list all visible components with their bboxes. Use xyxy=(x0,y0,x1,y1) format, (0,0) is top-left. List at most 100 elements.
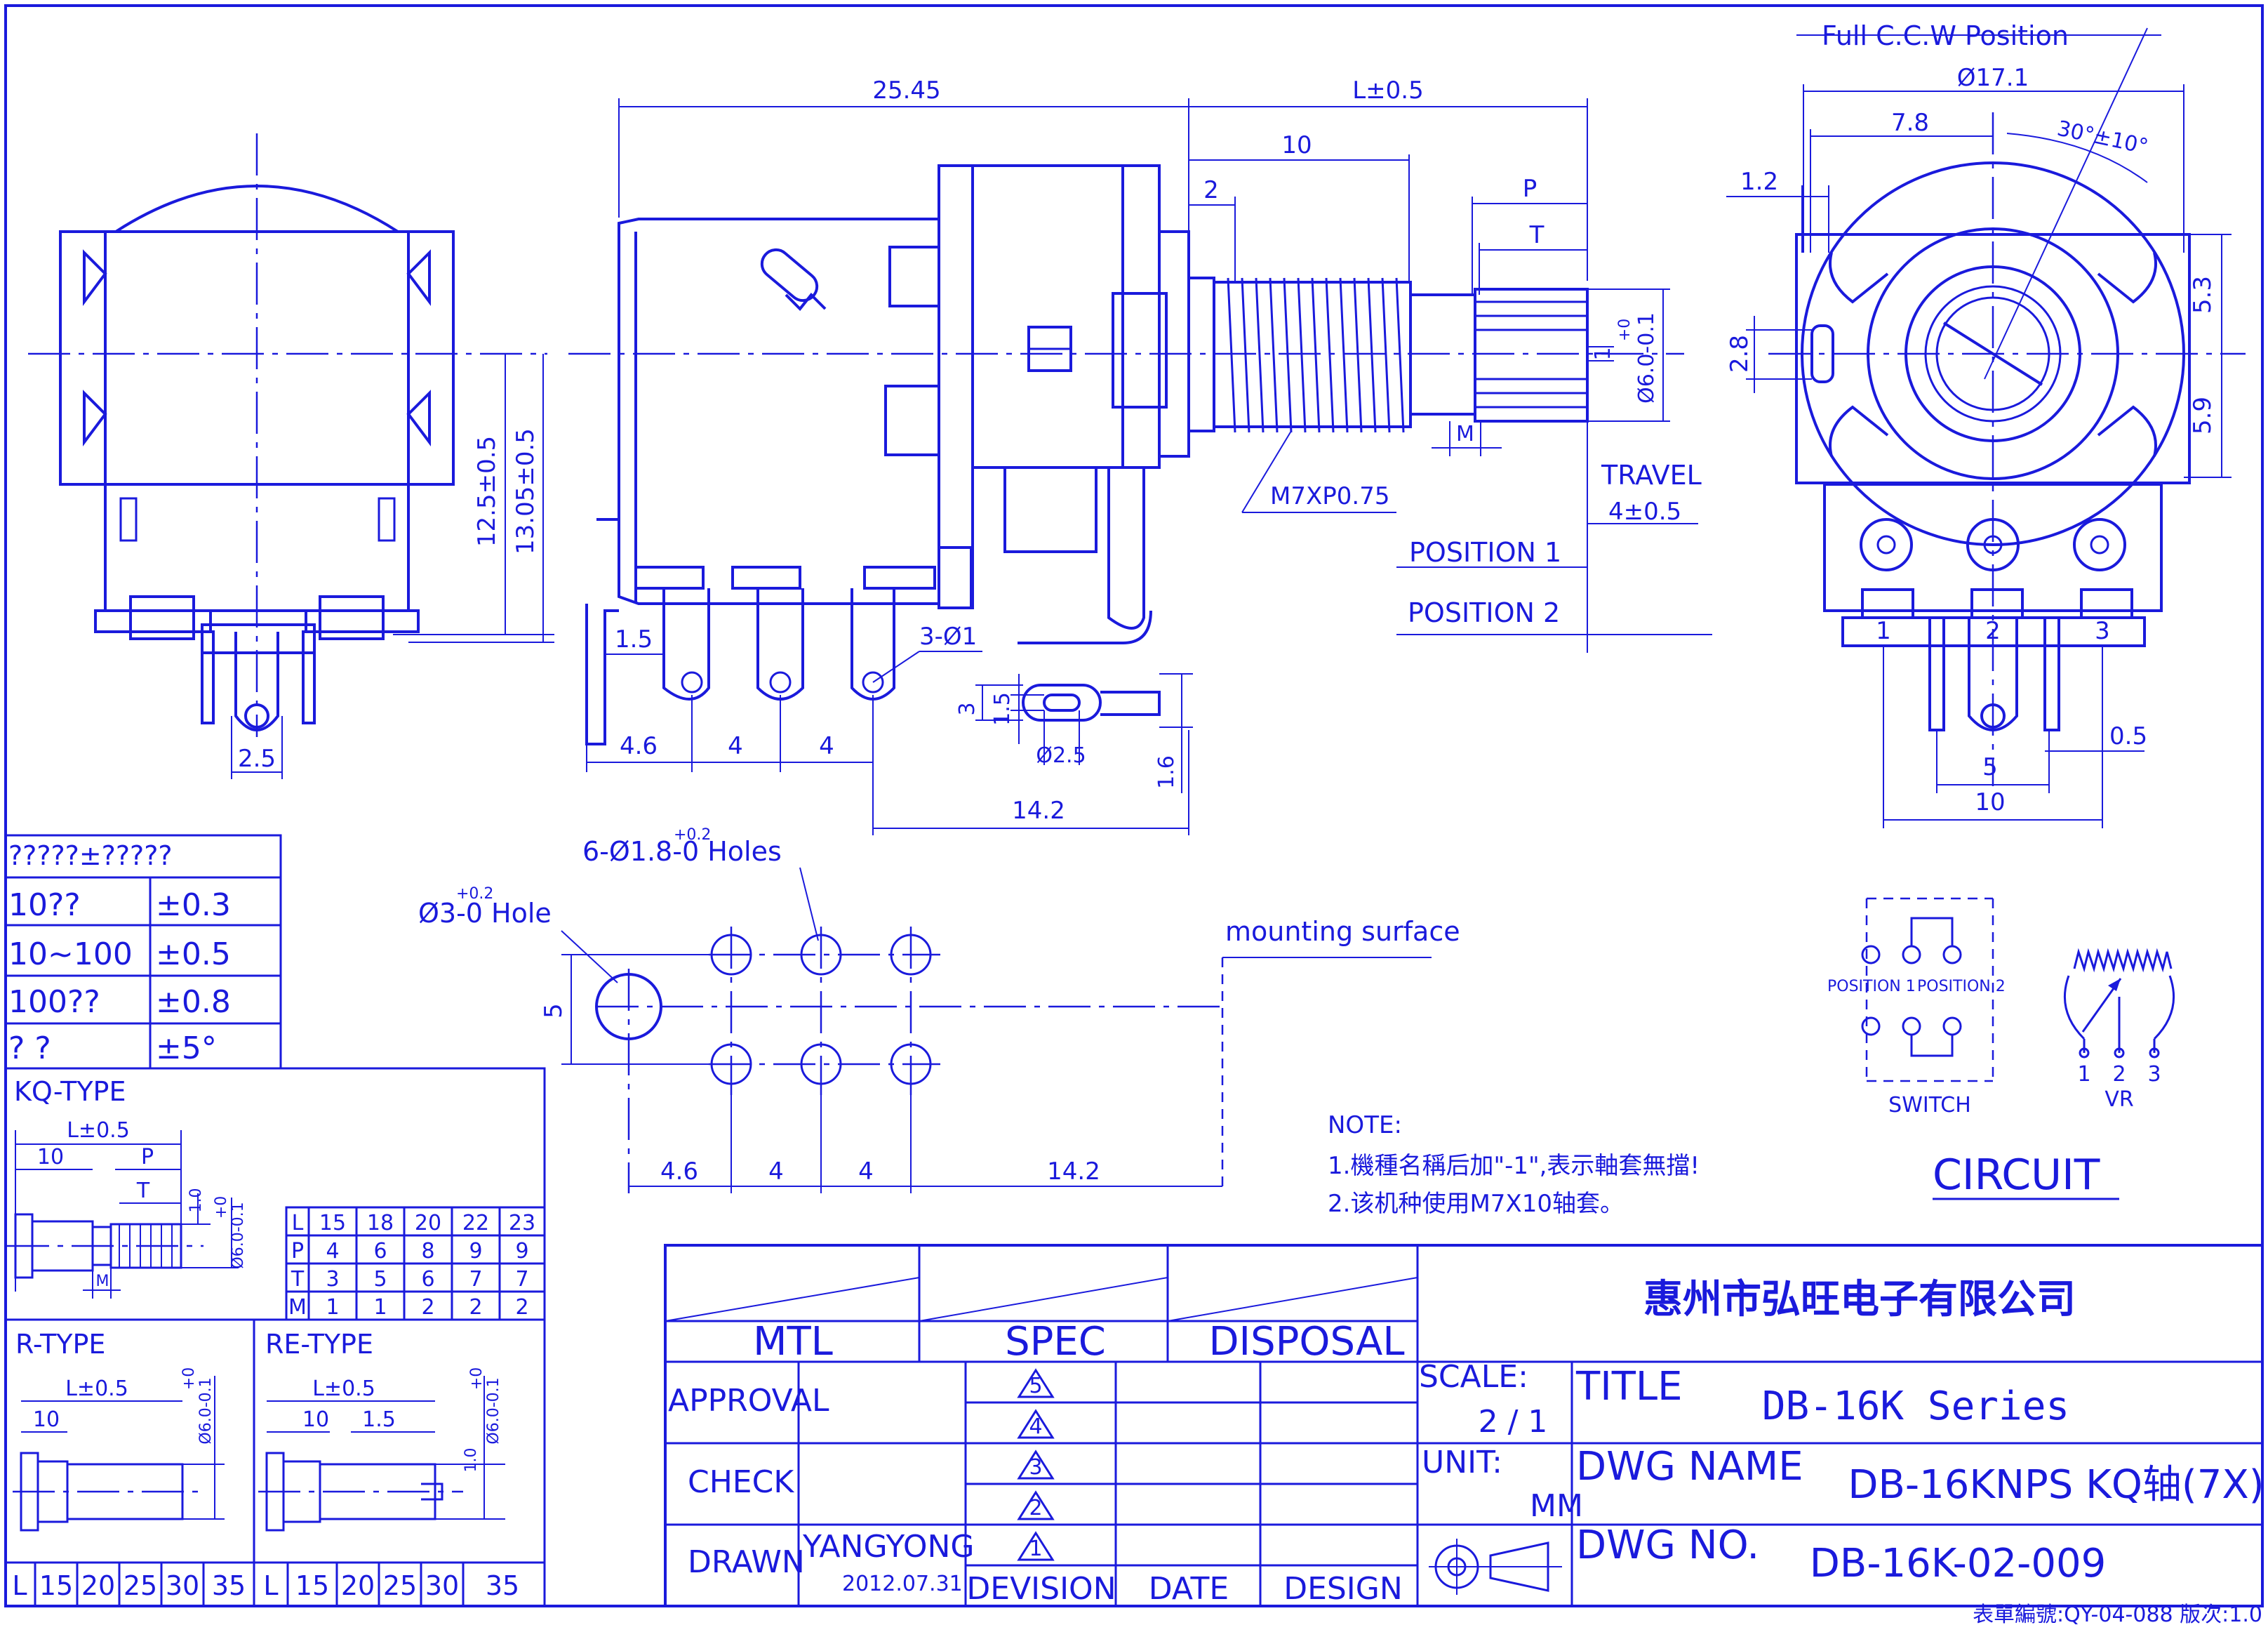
kq-title: KQ-TYPE xyxy=(14,1076,126,1107)
kq-col-0: L xyxy=(292,1211,304,1235)
kq-m: M xyxy=(96,1273,109,1290)
scale-label: SCALE: xyxy=(1419,1359,1528,1395)
dim-2-8: 2.8 xyxy=(1726,335,1754,373)
devision-label: DEVISION xyxy=(966,1571,1116,1607)
dim-5-9: 5.9 xyxy=(2189,397,2217,435)
scale-value: 2 / 1 xyxy=(1479,1404,1548,1440)
kq-r0-1: 4 xyxy=(326,1239,339,1263)
kq-r2-2: 1 xyxy=(373,1295,387,1320)
dim-4-a: 4 xyxy=(728,732,743,760)
kq-r1-4: 7 xyxy=(469,1267,482,1292)
l-left-0: L xyxy=(12,1570,27,1601)
kq-col-1: 15 xyxy=(319,1211,346,1235)
kq-r1-0: T xyxy=(291,1267,305,1292)
date-label: DATE xyxy=(1149,1571,1229,1607)
tol-val-3: ±0.8 xyxy=(156,984,231,1020)
drawn-date: 2012.07.31 xyxy=(842,1572,963,1596)
dim-1-5-b: 1.5 xyxy=(990,692,1015,726)
position-2-label: POSITION 2 xyxy=(1408,597,1560,628)
pin-1-label: 1 xyxy=(1876,617,1891,645)
r-type-title: R-TYPE xyxy=(15,1329,105,1360)
vr-pin-2: 2 xyxy=(2112,1062,2126,1087)
title-label: TITLE xyxy=(1575,1364,1683,1410)
kq-d10b: 1.0 xyxy=(187,1188,205,1213)
thread-lines xyxy=(1227,277,1405,433)
rev-4: 4 xyxy=(1029,1414,1042,1439)
dim-1-5: 1.5 xyxy=(615,625,653,654)
title-value: DB-16K Series xyxy=(1762,1384,2069,1429)
approval-label: APPROVAL xyxy=(668,1383,829,1419)
thread-label: M7XP0.75 xyxy=(1270,482,1389,510)
vr-pin-3: 3 xyxy=(2147,1062,2161,1087)
tolerance-table: ?????±????? 10?? ±0.3 10~100 ±0.5 100?? … xyxy=(4,834,282,1070)
kq-l05: L±0.5 xyxy=(67,1118,130,1143)
re-dia-tol: +0 xyxy=(468,1367,486,1390)
dim-dia-6: Ø6.0-0.1 xyxy=(1634,312,1659,404)
l-left-3: 25 xyxy=(124,1570,157,1601)
tol-range-2: 10~100 xyxy=(8,936,133,972)
dim-4-b: 4 xyxy=(819,732,834,760)
three-holes-label: 3-Ø1 xyxy=(919,623,977,651)
kq-r0-0: P xyxy=(291,1239,304,1263)
revision-triangles: 5 4 3 2 1 xyxy=(1017,1368,1055,1561)
pcb-dim-4-b: 4 xyxy=(858,1158,874,1186)
l-right-2: 20 xyxy=(341,1570,375,1601)
drawing-border xyxy=(4,4,2264,1607)
mtl-label: MTL xyxy=(753,1319,833,1365)
kq-r2-5: 2 xyxy=(515,1295,528,1320)
r-d10: 10 xyxy=(33,1407,60,1432)
dim-dia-17-1: Ø17.1 xyxy=(1957,64,2029,92)
dim-1-2: 1.2 xyxy=(1740,168,1778,196)
kq-r1-2: 5 xyxy=(373,1267,387,1292)
re-l05: L±0.5 xyxy=(312,1377,375,1401)
rev-3: 3 xyxy=(1029,1455,1042,1480)
rev-5: 5 xyxy=(1029,1374,1042,1398)
re-d10: 10 xyxy=(302,1407,329,1432)
kq-r1-5: 7 xyxy=(515,1267,528,1292)
dim-2-5: 2.5 xyxy=(238,745,276,773)
tol-val-2: ±0.5 xyxy=(156,936,231,972)
vr-pin-1: 1 xyxy=(2077,1062,2090,1087)
mounting-surface-label: mounting surface xyxy=(1225,916,1460,947)
note-title: NOTE: xyxy=(1328,1111,1402,1139)
dim-10-front: 10 xyxy=(1975,788,2005,816)
dim-25-45: 25.45 xyxy=(872,77,940,105)
kq-col-5: 23 xyxy=(509,1211,535,1235)
dim-3: 3 xyxy=(955,702,980,715)
angle-label: 30°±10° xyxy=(2055,117,2150,160)
kq-dia-tol: +0 xyxy=(213,1196,230,1219)
dim-m: M xyxy=(1456,422,1474,446)
kq-col-4: 22 xyxy=(462,1211,489,1235)
dim-2: 2 xyxy=(1203,176,1219,204)
kq-p: P xyxy=(141,1145,154,1169)
tol-range-4: ? ? xyxy=(8,1030,51,1066)
dim-12-5: 12.5±0.5 xyxy=(473,436,501,547)
spec-label: SPEC xyxy=(1005,1319,1106,1365)
dwg-no-label: DWG NO. xyxy=(1576,1523,1759,1568)
front-view: Full C.C.W Position Ø17.1 7.8 30°±10° 1.… xyxy=(1726,20,2246,828)
tol-val-1: ±0.3 xyxy=(156,887,231,923)
pcb-dim-4-a: 4 xyxy=(768,1158,784,1186)
circuit-title: CIRCUIT xyxy=(1933,1150,2100,1200)
l-right-0: L xyxy=(263,1570,278,1601)
l-right-5: 35 xyxy=(486,1570,519,1601)
kq-r2-0: M xyxy=(288,1295,307,1320)
vr-label: VR xyxy=(2104,1087,2133,1112)
design-label: DESIGN xyxy=(1283,1571,1403,1607)
pin-3-label: 3 xyxy=(2095,617,2110,645)
kq-r0-4: 9 xyxy=(469,1239,482,1263)
l-left-2: 20 xyxy=(81,1570,115,1601)
dim-dia-2-5: Ø2.5 xyxy=(1036,743,1086,768)
tolerance-header: ?????±????? xyxy=(8,840,173,871)
kq-col-3: 20 xyxy=(415,1211,441,1235)
r-dia-tol: +0 xyxy=(180,1367,198,1390)
note-line-1: 1.機種名稱后加"-1",表示軸套無擋! xyxy=(1328,1152,1700,1180)
hole3-label: Ø3-0 Hole xyxy=(418,898,552,929)
holes6-tol: +0.2 xyxy=(674,826,711,844)
side-view: 25.45 L±0.5 10 2 P T xyxy=(568,77,1712,835)
kq-col-2: 18 xyxy=(367,1211,394,1235)
l-left-1: 15 xyxy=(39,1570,73,1601)
circuit-pos1: POSITION 1 xyxy=(1827,978,1916,995)
dim-5: 5 xyxy=(1982,753,1998,781)
